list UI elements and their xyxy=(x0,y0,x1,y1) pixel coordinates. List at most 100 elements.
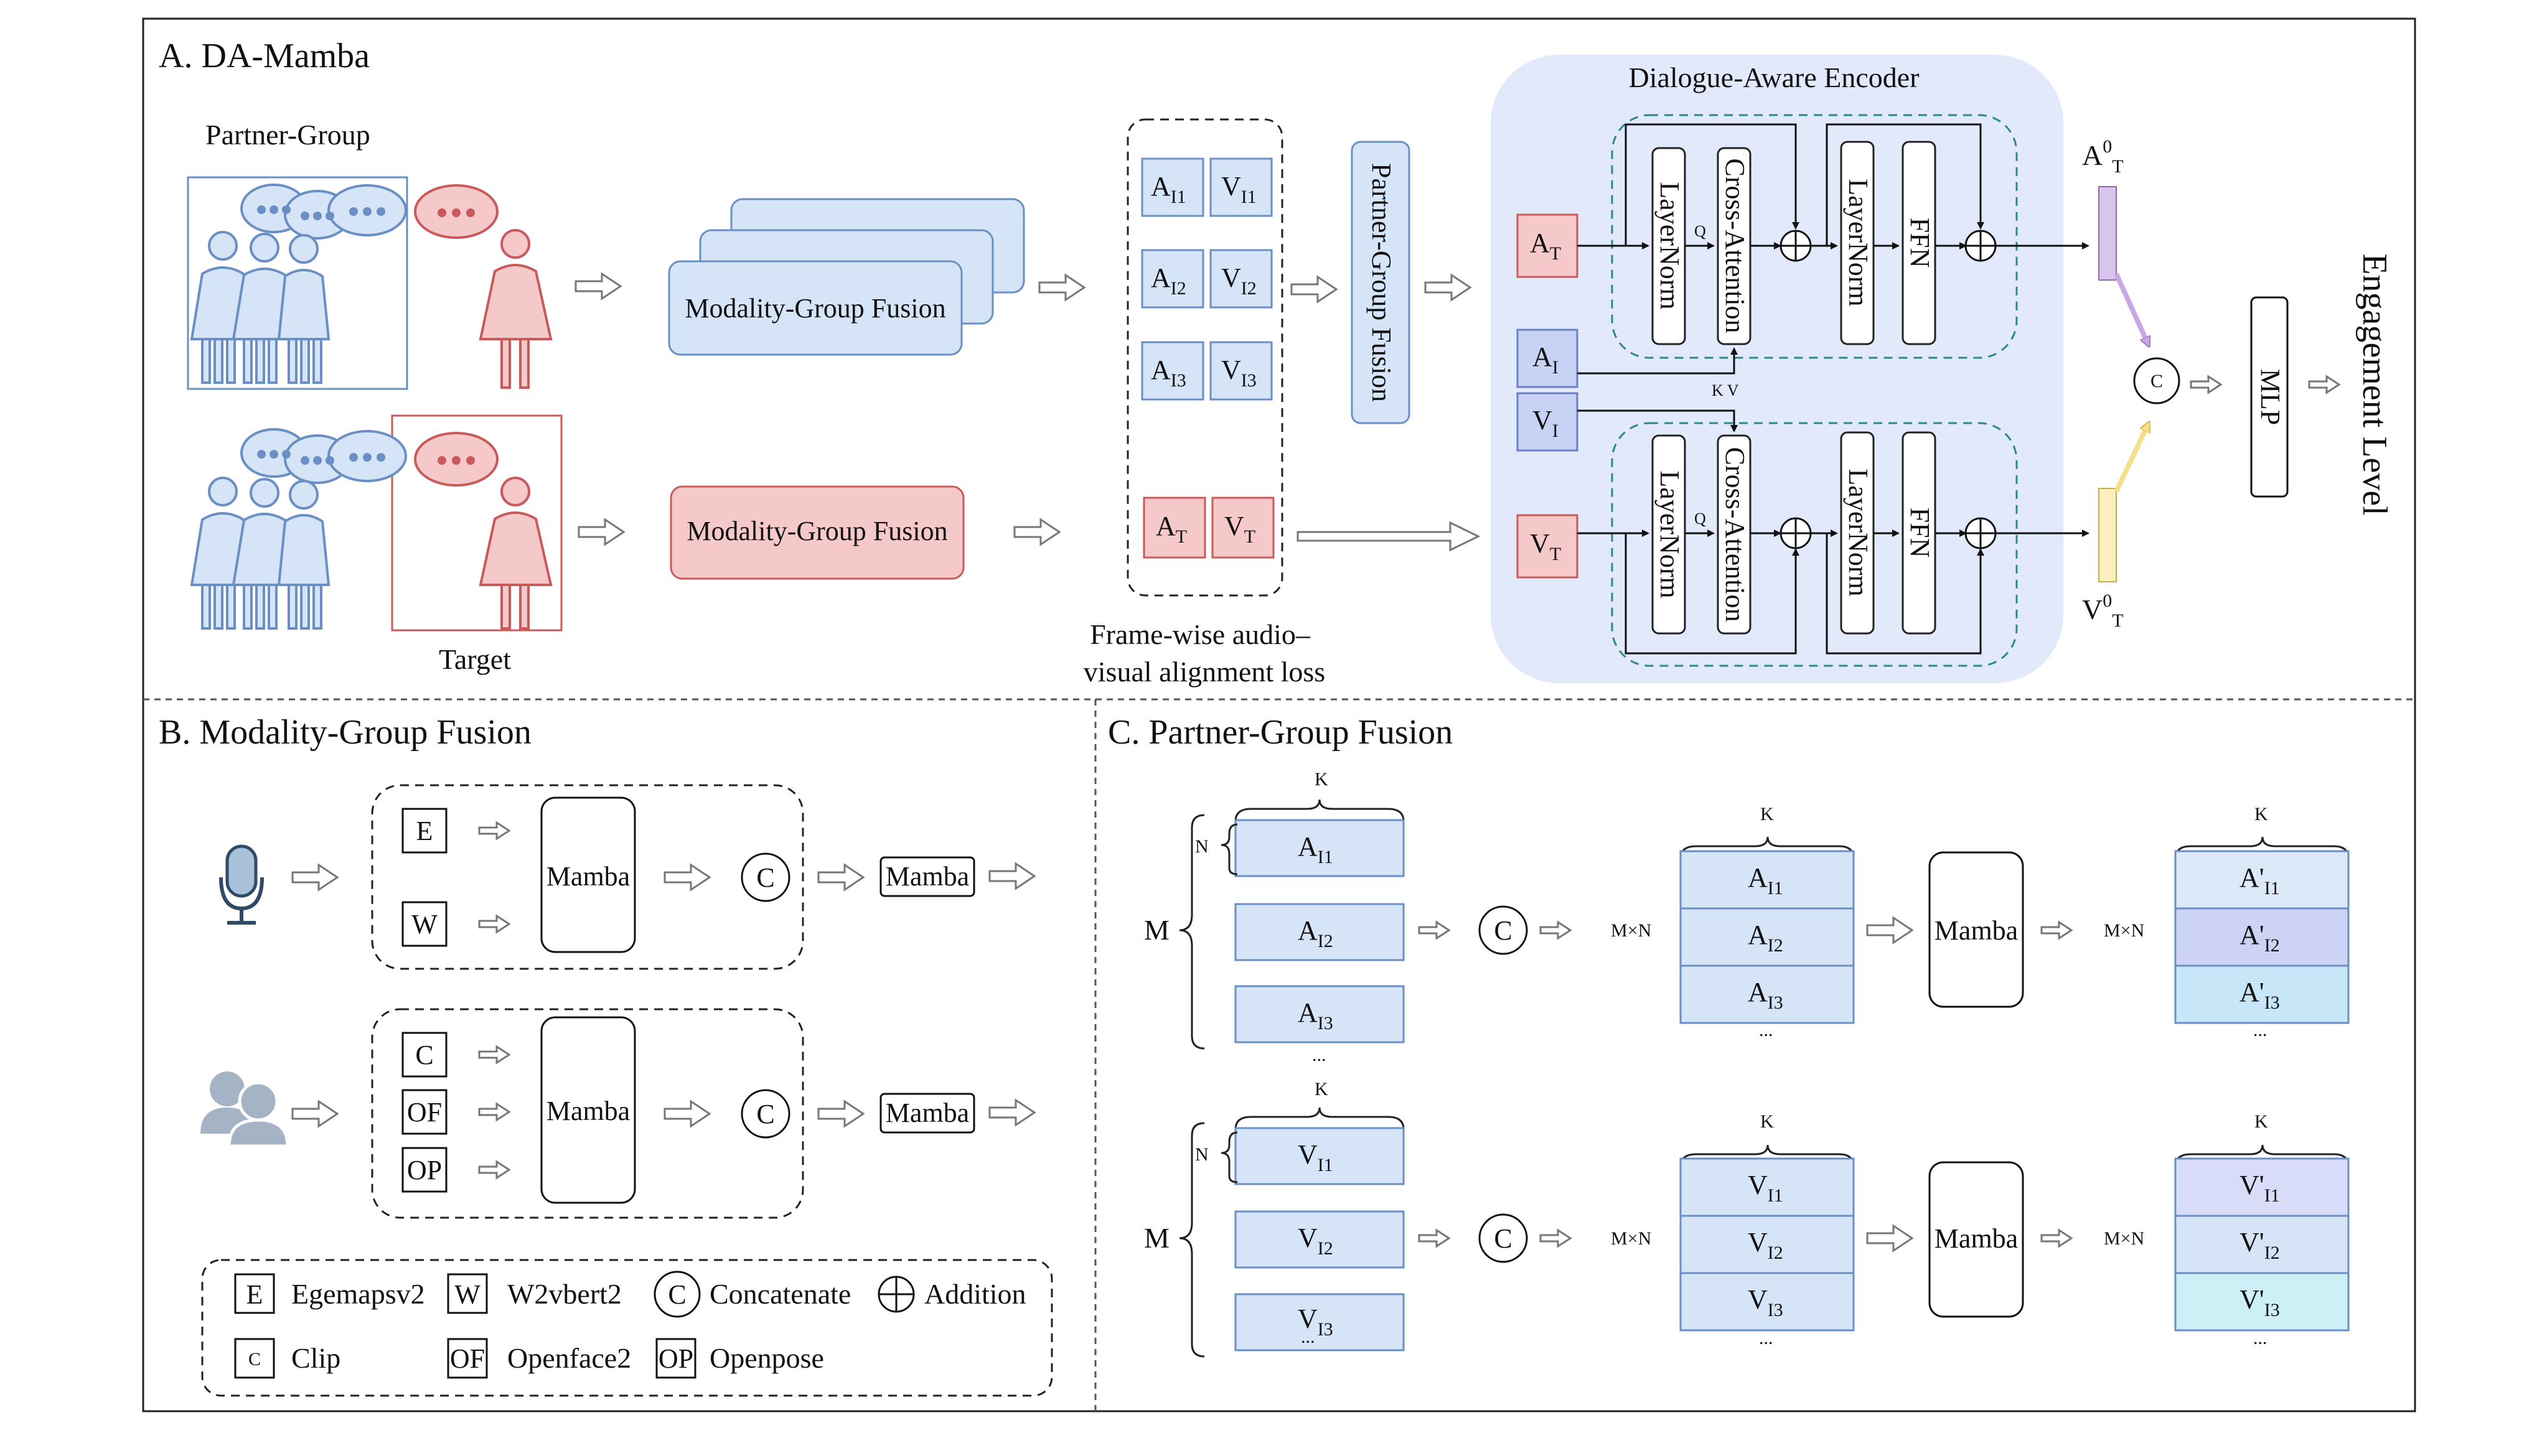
k-label-audio-in: K xyxy=(1315,769,1328,790)
section-a-title: A. DA-Mamba xyxy=(159,37,370,75)
svg-text:AI1: AI1 xyxy=(1298,831,1333,867)
svg-text:V'I1: V'I1 xyxy=(2239,1170,2280,1206)
q-label-lower: Q xyxy=(1694,510,1706,528)
visual-mamba-out-label: Mamba xyxy=(886,1098,969,1128)
svg-text:VI2: VI2 xyxy=(1298,1223,1333,1259)
mgf-bottom-label: Modality-Group Fusion xyxy=(687,516,947,546)
section-c-title: C. Partner-Group Fusion xyxy=(1108,713,1453,752)
audio-input-stack xyxy=(1179,799,1405,1050)
visual-pgf-mamba xyxy=(1928,1161,2024,1318)
arrow-audio-stack-mamba xyxy=(1866,917,1913,944)
mgf-bottom-box xyxy=(670,485,965,580)
svg-text:Concatenate: Concatenate xyxy=(710,1278,851,1310)
arrow-to-mgf-top xyxy=(574,273,622,300)
svg-text:W2vbert2: W2vbert2 xyxy=(507,1278,622,1310)
arrow-op-mamba xyxy=(478,1160,510,1179)
svg-text:A'I2: A'I2 xyxy=(2239,920,2280,956)
visual-input-ellipsis: ... xyxy=(1301,1327,1315,1347)
target-label: Target xyxy=(439,643,511,675)
token-group-frame xyxy=(1127,118,1283,597)
engagement-level-label: Engagement Level xyxy=(2355,253,2394,515)
legend-frame xyxy=(201,1259,1053,1397)
visual-stack xyxy=(1679,1144,1855,1332)
svg-text:LayerNorm: LayerNorm xyxy=(1843,179,1873,306)
arrow-target-tokens-to-encoder xyxy=(1297,521,1481,552)
visual-mamba-out-box xyxy=(879,1093,975,1134)
svg-text:W: W xyxy=(454,1279,481,1310)
svg-text:AI3: AI3 xyxy=(1748,977,1783,1013)
visual-pgf-concat xyxy=(1478,1213,1528,1263)
kv-label: K V xyxy=(1712,381,1739,399)
visual-pgf-concat-label: C xyxy=(1494,1223,1512,1254)
arrow-audio-out xyxy=(988,862,1036,890)
audio-pgf-concat-label: C xyxy=(1494,915,1512,946)
encoder-upper-block xyxy=(1611,114,2018,359)
n-label-audio: N xyxy=(1195,836,1209,857)
arrow-audio-mamba-out xyxy=(817,864,865,891)
audio-concat-label: C xyxy=(756,862,774,893)
audio-stack-ellipsis: ... xyxy=(1759,1020,1773,1040)
visual-concat-node xyxy=(741,1089,790,1139)
arrow-to-tokens-top xyxy=(1038,274,1086,301)
audio-mamba-out-box xyxy=(879,856,975,897)
arrow-of-mamba xyxy=(478,1103,510,1121)
arrow-e-mamba xyxy=(478,821,510,840)
audio-feat-e: E xyxy=(416,816,433,846)
m-label-visual: M xyxy=(1144,1222,1170,1254)
upper-encoder-boxes xyxy=(1651,141,1936,345)
output-a-label: A0T xyxy=(2082,136,2124,177)
svg-text:VI3: VI3 xyxy=(1298,1304,1333,1340)
arrow-visual-concat-stack xyxy=(1539,1229,1572,1248)
k-label-visual-stack: K xyxy=(1760,1111,1774,1132)
mxn-label-visual-1: M×N xyxy=(1611,1228,1651,1249)
arrow-audio-in-concat xyxy=(1418,921,1450,940)
svg-text:C: C xyxy=(668,1279,686,1310)
audio-stack-labels: AI1 AI2 AI3 xyxy=(1748,862,1783,1013)
svg-text:LayerNorm: LayerNorm xyxy=(1654,182,1685,309)
arrow-a-to-concat xyxy=(2114,273,2151,345)
visual-feat-c: C xyxy=(415,1040,433,1070)
encoder-inputs xyxy=(1516,213,1578,579)
arrow-visual-mamba-out xyxy=(817,1100,865,1127)
svg-text:Openpose: Openpose xyxy=(710,1342,824,1374)
mxn-label-audio-1: M×N xyxy=(1611,920,1651,941)
visual-feat-of: OF xyxy=(407,1097,442,1127)
visual-stack-labels: VI1 VI2 VI3 xyxy=(1748,1170,1783,1320)
n-label-visual: N xyxy=(1195,1144,1209,1165)
svg-text:VI2: VI2 xyxy=(1748,1227,1783,1263)
svg-text:VT: VT xyxy=(1224,511,1255,547)
audio-feat-w: W xyxy=(411,909,438,940)
svg-text:AI: AI xyxy=(1532,342,1559,378)
outer-frame xyxy=(142,17,2416,1412)
arrow-to-tokens-bottom xyxy=(1013,518,1061,546)
svg-text:A'I1: A'I1 xyxy=(2239,862,2280,898)
audio-input-ellipsis: ... xyxy=(1312,1045,1326,1065)
q-label-upper: Q xyxy=(1694,222,1706,240)
arrow-audio-concat-stack xyxy=(1539,921,1572,940)
output-bar-v xyxy=(2098,488,2117,582)
mgf-top-stack xyxy=(668,198,1025,356)
upper-add-nodes xyxy=(1780,230,1997,262)
arrow-visual-in-concat xyxy=(1418,1229,1450,1248)
svg-text:VI1: VI1 xyxy=(1748,1170,1783,1206)
svg-text:AI2: AI2 xyxy=(1748,920,1783,956)
pgf-label: Partner-Group Fusion xyxy=(1366,163,1397,402)
encoder-lower-block xyxy=(1611,422,2018,667)
mxn-label-visual-2: M×N xyxy=(2104,1228,2144,1249)
target-token-grid xyxy=(1143,497,1275,559)
microphone-icon xyxy=(219,844,264,925)
svg-text:AI1: AI1 xyxy=(1748,862,1783,898)
visual-pgf-mamba-label: Mamba xyxy=(1934,1223,2018,1254)
svg-text:VI1: VI1 xyxy=(1221,171,1257,207)
arrow-audio-in xyxy=(291,864,339,891)
visual-mamba-label: Mamba xyxy=(546,1096,630,1126)
visual-output-labels: V'I1 V'I2 V'I3 xyxy=(2239,1170,2280,1320)
svg-text:LayerNorm: LayerNorm xyxy=(1843,469,1873,596)
mgf-top-label: Modality-Group Fusion xyxy=(685,293,945,324)
audio-mamba-box xyxy=(540,796,636,953)
m-label-audio: M xyxy=(1144,914,1170,946)
encoder-title: Dialogue-Aware Encoder xyxy=(1628,62,1919,93)
arrow-audio-concat xyxy=(664,864,711,891)
visual-stack-ellipsis: ... xyxy=(1759,1328,1773,1348)
